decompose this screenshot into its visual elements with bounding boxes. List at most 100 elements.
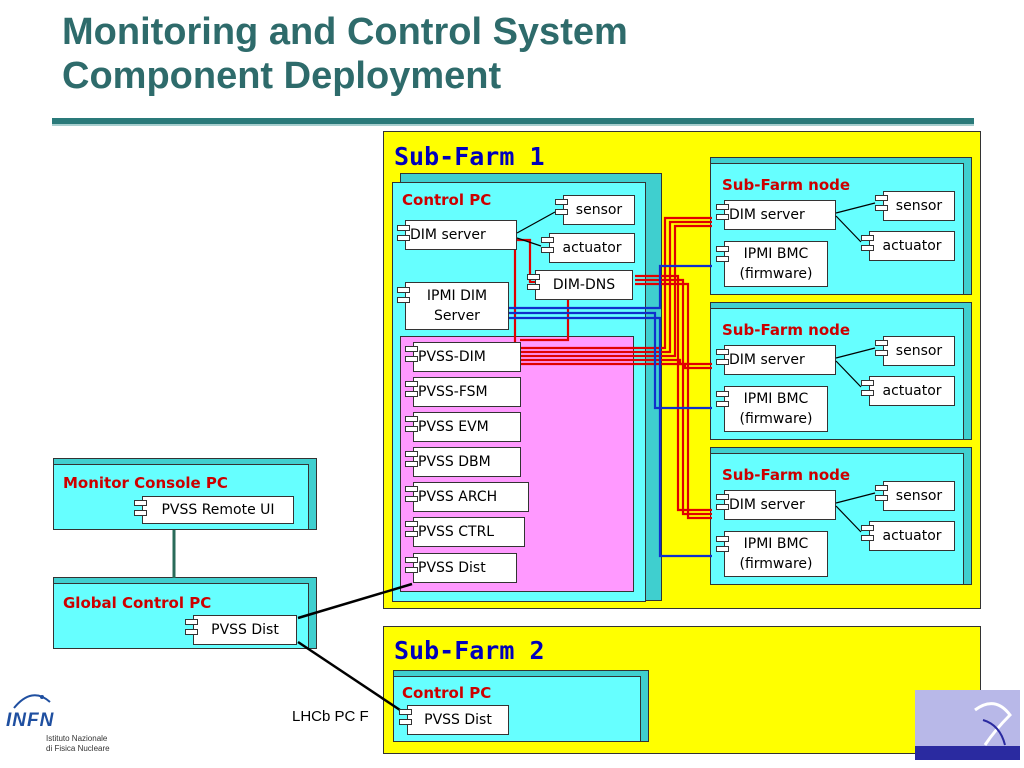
pvss-dbm: PVSS DBM (413, 447, 521, 477)
plug-icon (527, 274, 540, 280)
pvss-ctrl: PVSS CTRL (413, 517, 525, 547)
node-2-ipmi-line2: (firmware) (739, 411, 813, 427)
plug-icon (405, 531, 418, 537)
plug-icon (875, 205, 888, 211)
plug-icon (861, 380, 874, 386)
plug-icon (397, 287, 410, 293)
plug-icon (875, 350, 888, 356)
plug-icon (861, 235, 874, 241)
pvss-dist-sf1: PVSS Dist (413, 553, 517, 583)
subfarm-node-1-label: Sub-Farm node (722, 176, 851, 194)
title-divider (52, 118, 974, 124)
lhcb-logo (915, 690, 1020, 760)
plug-icon (861, 245, 874, 251)
plug-icon (716, 401, 729, 407)
page-title: Monitoring and Control System Component … (62, 10, 962, 98)
pvss-dim: PVSS-DIM (413, 342, 521, 372)
plug-icon (405, 426, 418, 432)
pvss-remote-ui: PVSS Remote UI (142, 496, 294, 524)
plug-icon (405, 391, 418, 397)
ipmi-dim-server-line1: IPMI DIM (426, 288, 488, 304)
plug-icon (405, 461, 418, 467)
plug-icon (397, 225, 410, 231)
plug-icon (399, 709, 412, 715)
pvss-evm: PVSS EVM (413, 412, 521, 442)
plug-icon (399, 719, 412, 725)
global-control-label: Global Control PC (63, 594, 212, 612)
plug-icon (405, 451, 418, 457)
node-2-ipmi-bmc: IPMI BMC (firmware) (724, 386, 828, 432)
control-pc-label: Control PC (402, 191, 492, 209)
plug-icon (185, 629, 198, 635)
subfarm-1-title: Sub-Farm 1 (394, 142, 545, 171)
node-1-ipmi-line2: (firmware) (739, 266, 813, 282)
plug-icon (405, 381, 418, 387)
footer-text: LHCb PC F (292, 708, 369, 725)
plug-icon (405, 356, 418, 362)
node-1-ipmi-bmc: IPMI BMC (firmware) (724, 241, 828, 287)
infn-arc-icon (13, 694, 51, 709)
pvss-dist-global: PVSS Dist (193, 615, 297, 645)
subfarm-2-control-pc-label: Control PC (402, 684, 492, 702)
node-2-sensor: sensor (883, 336, 955, 366)
plug-icon (716, 359, 729, 365)
plug-icon (134, 500, 147, 506)
subfarm-2-title: Sub-Farm 2 (394, 636, 545, 665)
node-1-actuator: actuator (869, 231, 955, 261)
plug-icon (541, 237, 554, 243)
plug-icon (861, 535, 874, 541)
plug-icon (405, 567, 418, 573)
plug-icon (716, 349, 729, 355)
dim-dns: DIM-DNS (535, 270, 633, 300)
plug-icon (716, 256, 729, 262)
plug-icon (541, 247, 554, 253)
plug-icon (716, 204, 729, 210)
title-line-2: Component Deployment (62, 55, 502, 97)
ipmi-dim-server: IPMI DIM Server (405, 282, 509, 330)
node-3-sensor: sensor (883, 481, 955, 511)
infn-line1: Istituto Nazionale (46, 734, 108, 743)
plug-icon (405, 557, 418, 563)
plug-icon (875, 340, 888, 346)
plug-icon (716, 504, 729, 510)
plug-icon (716, 536, 729, 542)
dim-server-control: DIM server (405, 220, 517, 250)
plug-icon (405, 346, 418, 352)
infn-line2: di Fisica Nucleare (46, 744, 110, 753)
plug-icon (527, 284, 540, 290)
subfarm-node-2-label: Sub-Farm node (722, 321, 851, 339)
ipmi-dim-server-line2: Server (434, 308, 480, 324)
monitor-console-label: Monitor Console PC (63, 474, 228, 492)
plug-icon (405, 416, 418, 422)
plug-icon (555, 209, 568, 215)
node-3-dim-server: DIM server (724, 490, 836, 520)
lhcb-logo-base (915, 746, 1020, 760)
plug-icon (716, 391, 729, 397)
sensor-control: sensor (563, 195, 635, 225)
node-2-dim-server: DIM server (724, 345, 836, 375)
node-3-ipmi-bmc: IPMI BMC (firmware) (724, 531, 828, 577)
plug-icon (716, 246, 729, 252)
node-1-sensor: sensor (883, 191, 955, 221)
actuator-control: actuator (549, 233, 635, 263)
node-2-ipmi-line1: IPMI BMC (743, 391, 809, 407)
pvss-fsm: PVSS-FSM (413, 377, 521, 407)
node-3-ipmi-line1: IPMI BMC (743, 536, 809, 552)
plug-icon (555, 199, 568, 205)
node-1-dim-server: DIM server (724, 200, 836, 230)
plug-icon (875, 195, 888, 201)
pvss-arch: PVSS ARCH (413, 482, 529, 512)
plug-icon (405, 521, 418, 527)
infn-brand: INFN (6, 710, 55, 731)
plug-icon (875, 485, 888, 491)
plug-icon (185, 619, 198, 625)
plug-icon (875, 495, 888, 501)
plug-icon (716, 214, 729, 220)
subfarm-node-3-label: Sub-Farm node (722, 466, 851, 484)
title-line-1: Monitoring and Control System (62, 11, 628, 53)
plug-icon (716, 494, 729, 500)
plug-icon (716, 546, 729, 552)
plug-icon (397, 235, 410, 241)
node-1-ipmi-line1: IPMI BMC (743, 246, 809, 262)
title-divider-light (52, 124, 974, 126)
